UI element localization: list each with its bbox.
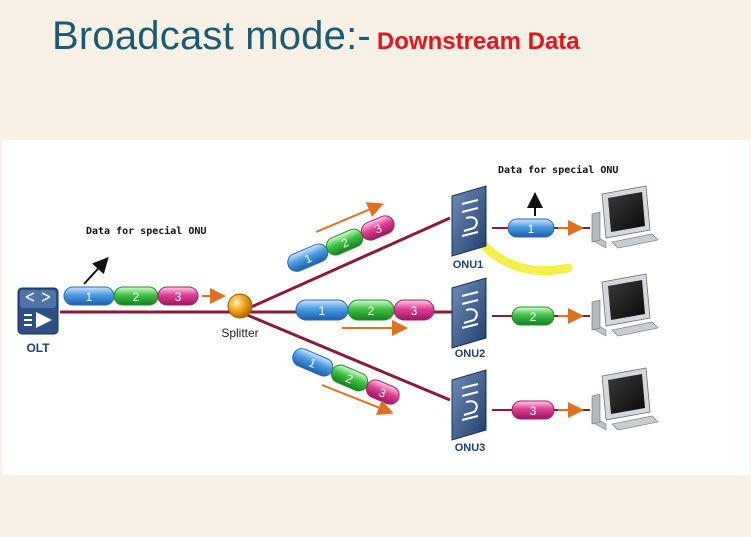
computer-icon (591, 273, 659, 337)
onu1-label: ONU1 (453, 259, 484, 271)
onu1-device (451, 185, 487, 257)
packet-label: 3 (377, 385, 389, 401)
onu2-output-packet: 2 (511, 306, 555, 326)
branch-top-packets: 1 2 3 (287, 215, 395, 272)
packet-label: 2 (343, 371, 355, 387)
packet-label: 1 (319, 304, 326, 318)
packet: 2 (347, 299, 395, 321)
onu3-device (451, 369, 487, 441)
computer-icon (591, 367, 659, 431)
title-main: Broadcast mode:- (52, 14, 371, 58)
onu-note: Data for special ONU (498, 165, 619, 176)
packet-label: 3 (411, 304, 418, 318)
splitter-label: Splitter (221, 326, 258, 340)
olt-device (17, 287, 59, 335)
packet-label: 3 (372, 221, 384, 237)
packet-label: 3 (175, 290, 182, 304)
olt-note: Data for special ONU (86, 226, 207, 237)
packet: 3 (360, 215, 395, 241)
packet-label: 1 (302, 251, 314, 267)
packet-label: 1 (307, 355, 319, 371)
branch-top-arrow (315, 202, 384, 233)
packet-label: 2 (133, 290, 140, 304)
packet: 1 (63, 286, 115, 306)
packet-label: 3 (530, 404, 537, 418)
splitter-node (227, 293, 253, 319)
packet-label: 1 (528, 222, 535, 236)
packet: 2 (330, 364, 369, 392)
onu3-label: ONU3 (455, 442, 486, 454)
olt-note-pointer (83, 257, 109, 285)
packet-label: 1 (86, 290, 93, 304)
branch-mid-packets: 1 2 3 (295, 299, 435, 321)
packet: 1 (295, 299, 349, 321)
packet: 3 (365, 379, 400, 405)
packet: 2 (325, 228, 364, 256)
olt-packets: 1 2 3 (63, 286, 199, 306)
onu1-output-packet: 1 (507, 218, 555, 238)
onu3-output-packet: 3 (511, 400, 555, 420)
packet-label: 2 (339, 235, 351, 251)
title-sub: Downstream Data (376, 28, 580, 55)
packet: 1 (287, 243, 329, 272)
fiber-branch-bottom (239, 310, 451, 402)
packet: 2 (113, 286, 159, 306)
packet: 3 (157, 286, 199, 306)
branch-bottom-packets: 1 2 3 (292, 348, 400, 405)
branch-bottom-arrow (321, 384, 394, 416)
onu2-device (451, 277, 487, 349)
packet: 3 (393, 299, 435, 321)
packet-label: 2 (368, 304, 375, 318)
olt-label: OLT (26, 341, 50, 355)
fiber-branch-top (239, 216, 451, 314)
onu2-label: ONU2 (455, 348, 486, 360)
slide-title: Broadcast mode:-Downstream Data (52, 14, 580, 59)
computer-icon (591, 185, 659, 249)
packet-label: 2 (530, 310, 537, 324)
